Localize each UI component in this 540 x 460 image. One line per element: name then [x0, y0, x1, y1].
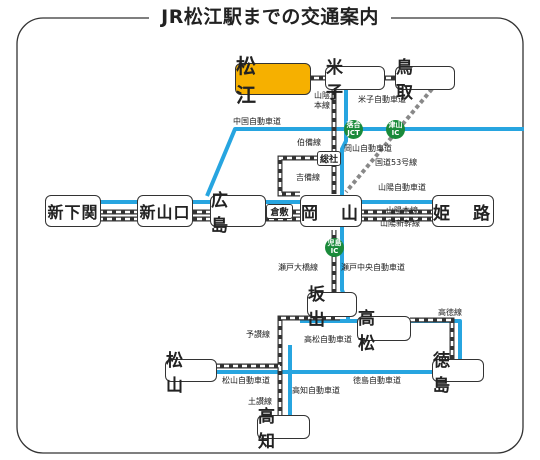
label-seto-chuo: 瀬戸中央自動車道: [341, 263, 405, 272]
ic-kojima-type: IC: [330, 246, 339, 255]
label-takamatsu-exp: 高松自動車道: [304, 335, 352, 344]
label-okayama-exp: 岡山自動車道: [344, 144, 392, 153]
map-title-text: JR松江駅までの交通案内: [149, 2, 391, 29]
station-yonago: 米 子: [325, 58, 385, 103]
label-route53: 国道53号線: [375, 158, 418, 167]
station-matsuyama: 松 山: [165, 351, 217, 396]
ic-kojima-name: 児島: [327, 239, 342, 248]
label-kibi: 吉備線: [296, 173, 320, 182]
label-dosan: 土讃線: [248, 397, 272, 406]
label-seto-ohashi: 瀬戸大橋線: [278, 263, 318, 272]
station-matsue: 松 江: [235, 54, 311, 107]
station-sakaide: 坂 出: [307, 285, 357, 330]
station-kurashiki: 倉敷: [266, 204, 293, 219]
label-yosan: 予讃線: [246, 330, 270, 339]
label-sanin-line: 山陰: [314, 91, 330, 100]
station-kochi: 高 知: [257, 407, 310, 452]
ic-tsuyama-name: 津山: [388, 121, 403, 130]
station-himeji: 姫 路: [432, 195, 494, 227]
ic-tsuyama-type: IC: [391, 128, 400, 137]
label-sanyo-shinkansen: 山陽新幹線: [380, 219, 420, 228]
station-tottori: 鳥 取: [395, 58, 455, 103]
chugoku-expressway: [205, 127, 524, 197]
shikoku-expressway-north: [300, 319, 462, 366]
label-hakubi: 伯備線: [297, 138, 321, 147]
map-title: JR松江駅までの交通案内: [0, 2, 540, 29]
label-sanin-line-2: 本線: [314, 101, 330, 110]
label-chugoku-exp: 中国自動車道: [233, 117, 281, 126]
station-soja: 総社: [317, 151, 341, 166]
ic-ochiai-name: 落合: [346, 121, 361, 130]
label-sanyo-main: 山陽本線: [386, 206, 418, 215]
station-hiroshima: 広 島: [210, 191, 266, 236]
ic-ochiai-type: JCT: [347, 128, 360, 137]
station-shinyamaguchi: 新山口: [137, 195, 193, 227]
label-tokushima-exp: 徳島自動車道: [353, 376, 401, 385]
label-kochi-exp: 高知自動車道: [292, 386, 340, 395]
label-matsuyama-exp: 松山自動車道: [222, 376, 270, 385]
station-tokushima: 徳 島: [432, 351, 484, 396]
route-53: [344, 87, 434, 194]
station-okayama: 岡 山: [300, 195, 362, 227]
label-yonago-exp: 米子自動車道: [358, 95, 406, 104]
station-takamatsu: 高 松: [357, 309, 411, 354]
label-sanyo-exp: 山陽自動車道: [378, 183, 426, 192]
station-shimonoseki: 新下関: [45, 195, 101, 227]
label-kotoku: 高徳線: [438, 308, 462, 317]
